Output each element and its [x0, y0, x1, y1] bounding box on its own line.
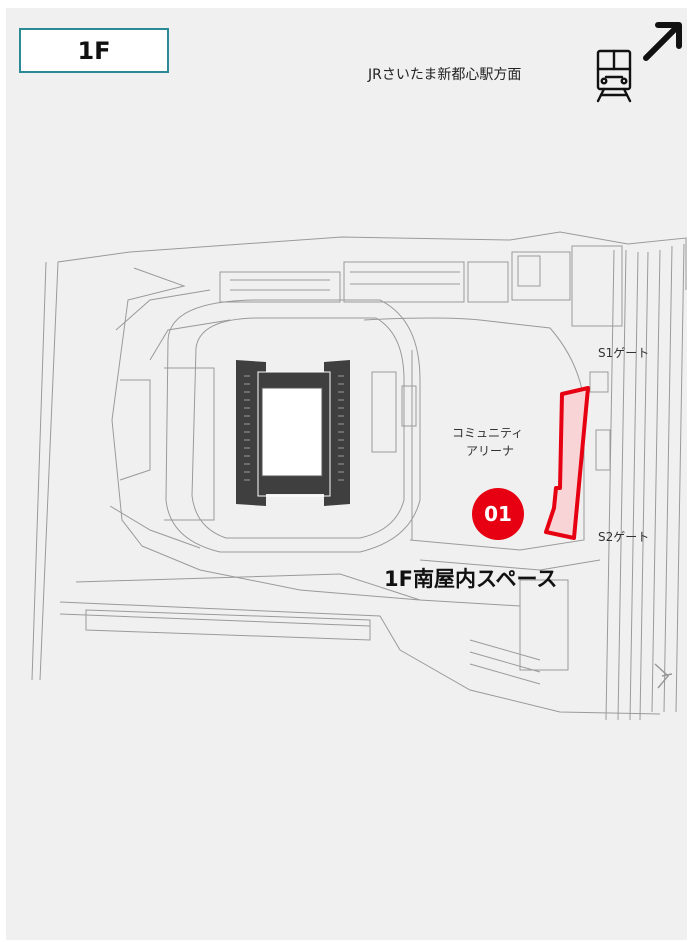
north-east-arrow-icon	[643, 22, 682, 61]
highlighted-area[interactable]	[544, 386, 590, 540]
site-outline	[31, 231, 687, 721]
stadium-court	[236, 360, 350, 506]
community-arena-label-line1: コミュニティ	[452, 426, 524, 440]
floor-label: 1F	[19, 28, 169, 73]
community-arena-label-line2: アリーナ	[466, 444, 515, 458]
station-direction-label: JRさいたま新都心駅方面	[368, 67, 522, 83]
s2-gate-label: S2ゲート	[598, 530, 650, 544]
s1-gate-label: S1ゲート	[598, 346, 650, 360]
compass-mark-icon	[654, 663, 673, 689]
train-icon	[596, 49, 632, 103]
location-marker-01[interactable]: 01	[472, 488, 524, 540]
location-name-label: 1F南屋内スペース	[384, 567, 558, 591]
